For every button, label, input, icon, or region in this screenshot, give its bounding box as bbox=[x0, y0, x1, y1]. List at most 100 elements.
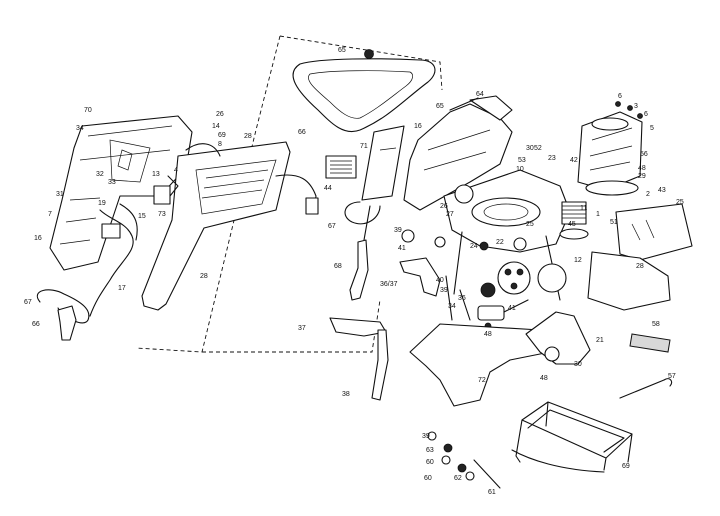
part-label: 71 bbox=[360, 143, 368, 150]
part-label: 66 bbox=[298, 129, 306, 136]
bolt-64 bbox=[449, 97, 479, 111]
part-label: 69 bbox=[218, 132, 226, 139]
screw-6b bbox=[637, 113, 643, 119]
part-label: 34 bbox=[76, 125, 84, 132]
part-label: 37 bbox=[298, 325, 306, 332]
screw-6a bbox=[615, 101, 621, 107]
part-label: 38 bbox=[342, 391, 350, 398]
part-label: 64 bbox=[476, 91, 484, 98]
screw-3 bbox=[627, 105, 633, 111]
armature-gear bbox=[559, 201, 589, 240]
part-label: 10 bbox=[516, 166, 524, 173]
part-label: 68 bbox=[334, 263, 342, 270]
part-label: 65 bbox=[436, 103, 444, 110]
part-label: 2 bbox=[646, 191, 650, 198]
part-label: 62 bbox=[454, 475, 462, 482]
part-labels: 7034261469828323331716191513473172867666… bbox=[24, 47, 684, 496]
part-label: 23 bbox=[548, 155, 556, 162]
part-label: 11 bbox=[580, 205, 587, 212]
part-label: 27 bbox=[446, 211, 454, 218]
part-label: 6 bbox=[644, 111, 648, 118]
handle-tube bbox=[141, 141, 291, 311]
part-label: 58 bbox=[652, 321, 660, 328]
shaft-40 bbox=[445, 275, 471, 321]
part-label: 13 bbox=[152, 171, 160, 178]
washer-41 bbox=[434, 236, 446, 248]
part-label: 12 bbox=[574, 257, 582, 264]
washer-39 bbox=[401, 229, 415, 243]
part-label: 41 bbox=[508, 305, 516, 312]
discharge-chute bbox=[409, 323, 561, 407]
part-label: 44 bbox=[324, 185, 332, 192]
part-label: 51 bbox=[610, 219, 618, 226]
part-label: 24 bbox=[470, 243, 478, 250]
part-label: 19 bbox=[98, 200, 106, 207]
part-label: 40 bbox=[436, 277, 444, 284]
part-label: 16 bbox=[414, 123, 422, 130]
gear-26 bbox=[454, 184, 474, 204]
part-label: 42 bbox=[570, 157, 578, 164]
gear-22 bbox=[513, 237, 527, 251]
part-label: 33 bbox=[108, 179, 116, 186]
part-label: 43 bbox=[658, 187, 666, 194]
part-label: 69 bbox=[622, 463, 630, 470]
part-label: 8 bbox=[218, 141, 222, 148]
frame-arm bbox=[525, 311, 591, 365]
gasket-46 bbox=[585, 180, 639, 196]
part-label: 28 bbox=[244, 133, 252, 140]
part-label: 52 bbox=[534, 145, 542, 152]
wire-stand bbox=[511, 401, 633, 473]
top-nut bbox=[364, 49, 374, 59]
part-label: 60 bbox=[424, 475, 432, 482]
part-label: 48 bbox=[484, 331, 492, 338]
part-label: 61 bbox=[488, 489, 496, 496]
part-label: 70 bbox=[84, 107, 92, 114]
part-label: 34 bbox=[448, 303, 456, 310]
spur-gear-12 bbox=[537, 263, 567, 293]
part-label: 32 bbox=[96, 171, 104, 178]
motor-assembly bbox=[577, 111, 643, 191]
assembly-group-outline bbox=[135, 35, 443, 353]
part-label: 25 bbox=[676, 199, 684, 206]
label-58 bbox=[629, 333, 671, 353]
part-label: 16 bbox=[34, 235, 42, 242]
part-label: 28 bbox=[200, 273, 208, 280]
part-label: 28 bbox=[636, 263, 644, 270]
part-label: 22 bbox=[496, 239, 504, 246]
part-label: 29 bbox=[638, 173, 646, 180]
part-label: 7 bbox=[48, 211, 52, 218]
part-label: 53 bbox=[518, 157, 526, 164]
part-label: 72 bbox=[478, 377, 486, 384]
sprocket-wheel bbox=[497, 261, 531, 295]
part-label: 25 bbox=[526, 221, 534, 228]
control-tube bbox=[361, 125, 405, 201]
part-label: 67 bbox=[24, 299, 32, 306]
power-cord bbox=[275, 174, 317, 211]
part-label: 39 bbox=[394, 227, 402, 234]
part-label: 39 bbox=[440, 287, 448, 294]
cord-plug bbox=[305, 197, 319, 215]
part-label: 14 bbox=[212, 123, 220, 130]
part-label: 45 bbox=[568, 221, 576, 228]
part-label: 48 bbox=[540, 375, 548, 382]
wheel-hub-30 bbox=[544, 346, 560, 362]
part-label: 56 bbox=[640, 151, 648, 158]
right-housing bbox=[587, 203, 693, 311]
part-label: 3 bbox=[634, 103, 638, 110]
switch-block bbox=[153, 185, 171, 205]
wire-harness bbox=[89, 203, 138, 317]
upper-housing bbox=[403, 95, 513, 211]
part-label: 67 bbox=[328, 223, 336, 230]
bracket-36-37 bbox=[399, 257, 441, 297]
output-gear-shaft bbox=[477, 299, 529, 330]
part-label: 48 bbox=[638, 165, 646, 172]
part-label: 30 bbox=[574, 361, 582, 368]
part-label: 17 bbox=[118, 285, 126, 292]
part-label: 4 bbox=[174, 167, 178, 174]
part-label: 6 bbox=[618, 93, 622, 100]
part-label: 65 bbox=[338, 47, 346, 54]
top-handle bbox=[292, 58, 436, 132]
part-label: 39 bbox=[422, 433, 430, 440]
fastener-kit bbox=[427, 431, 501, 489]
